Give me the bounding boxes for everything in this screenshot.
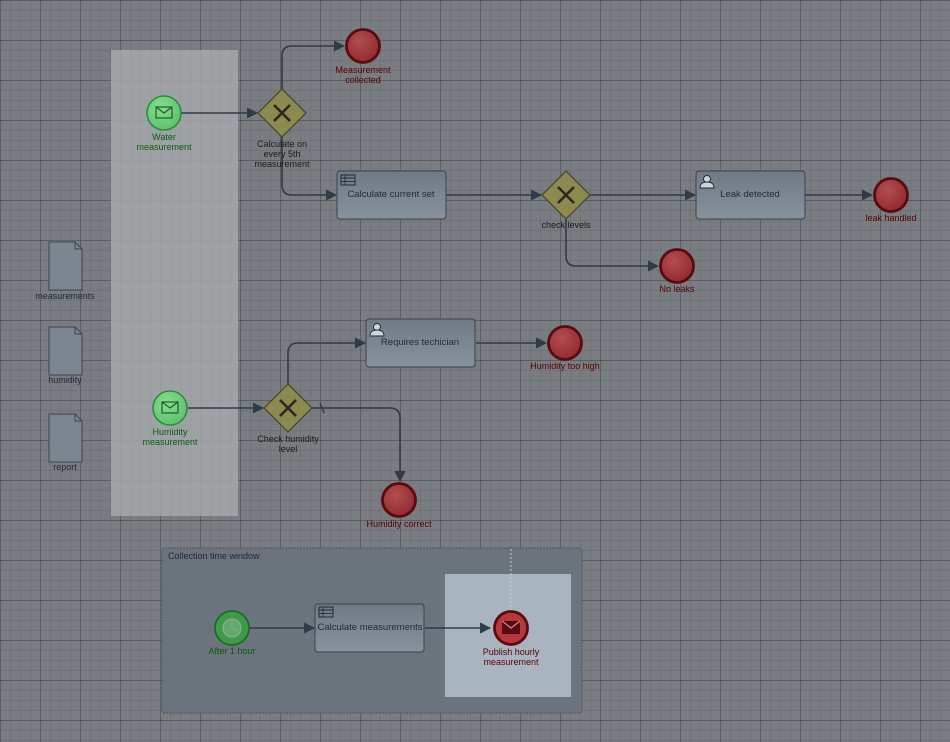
start-event-label-line: Water (152, 132, 176, 142)
task-requires-techician[interactable]: Requires techician (365, 318, 476, 368)
highlighted-lane (111, 50, 238, 516)
timer-event-label: After 1 hour (208, 646, 255, 656)
data-object-label: humidity (48, 375, 82, 385)
subprocess-label: Collection time window (168, 551, 260, 561)
gateway-label-line: Calculate on (257, 139, 307, 149)
message-end-event-publish-hourly[interactable]: Publish hourly measurement (483, 610, 540, 668)
flow-gateway-to-measurement-collected[interactable] (281, 40, 346, 90)
sequence-flows (181, 40, 874, 634)
flow-check-humidity-to-technician[interactable] (287, 337, 367, 385)
flow-gateway-to-calculate-current-set[interactable] (281, 136, 338, 201)
end-event-label-line: Humidity correct (366, 519, 432, 529)
gateway-label-line: every 5th (263, 149, 300, 159)
end-event-leak-handled[interactable]: leak handled (865, 177, 917, 224)
start-event-label-line: Humidity (152, 427, 188, 437)
end-event-label-line: Measurement (335, 65, 391, 75)
user-task-icon (699, 175, 715, 189)
start-event-water-measurement[interactable]: Water measurement (136, 95, 192, 152)
start-event-humidity-measurement[interactable]: Humidity measurement (142, 390, 198, 447)
flow-check-humidity-to-correct[interactable] (312, 407, 406, 483)
gateway-check-levels[interactable]: check levels (541, 170, 591, 230)
clock-icon (222, 618, 242, 638)
data-object-measurements[interactable]: measurements (35, 241, 95, 301)
end-event-humidity-too-high[interactable]: Humidity too high (530, 325, 600, 372)
gateway-label-line: level (279, 444, 298, 454)
end-event-no-leaks[interactable]: No leaks (659, 248, 695, 295)
business-rule-icon (318, 606, 334, 618)
gateway-label-line: check levels (541, 220, 591, 230)
lane-grid (120, 50, 232, 516)
end-event-label-line: leak handled (865, 213, 916, 223)
task-leak-detected[interactable]: Leak detected (695, 170, 806, 220)
task-label: Requires techician (381, 337, 459, 348)
task-label: Leak detected (720, 189, 780, 200)
gateway-label-line: Check humidity (257, 434, 319, 444)
envelope-icon (501, 620, 521, 634)
end-event-measurement-collected[interactable]: Measurement collected (335, 28, 391, 86)
data-object-report[interactable]: report (48, 413, 83, 472)
gateway-label-line: measurement (254, 159, 310, 169)
end-event-label-line: Publish hourly (483, 647, 540, 657)
start-event-label-line: measurement (136, 142, 192, 152)
task-label: Calculate measurements (317, 622, 422, 633)
gateway-calculate-every-5th[interactable]: Calculate on every 5th measurement (254, 88, 310, 169)
business-rule-icon (340, 174, 356, 186)
gateway-check-humidity-level[interactable]: Check humidity level (257, 383, 319, 454)
data-object-label: measurements (35, 291, 95, 301)
user-task-icon (369, 323, 385, 337)
flow-check-levels-to-no-leaks[interactable] (565, 219, 660, 272)
start-event-label-line: measurement (142, 437, 198, 447)
end-event-label-line: collected (345, 75, 381, 85)
data-object-label: report (53, 462, 77, 472)
task-label: Calculate current set (347, 189, 434, 200)
end-event-label-line: No leaks (659, 284, 695, 294)
default-flow-marker (319, 402, 325, 414)
end-event-humidity-correct[interactable]: Humidity correct (366, 482, 432, 530)
timer-start-event-after-1-hour[interactable]: After 1 hour (208, 610, 256, 656)
task-calculate-current-set[interactable]: Calculate current set (336, 170, 447, 220)
task-calculate-measurements[interactable]: Calculate measurements (314, 603, 425, 653)
envelope-icon (161, 401, 179, 414)
envelope-icon (155, 106, 173, 119)
data-object-humidity[interactable]: humidity (48, 326, 83, 385)
end-event-label-line: measurement (483, 657, 539, 667)
end-event-label-line: Humidity too high (530, 361, 600, 371)
